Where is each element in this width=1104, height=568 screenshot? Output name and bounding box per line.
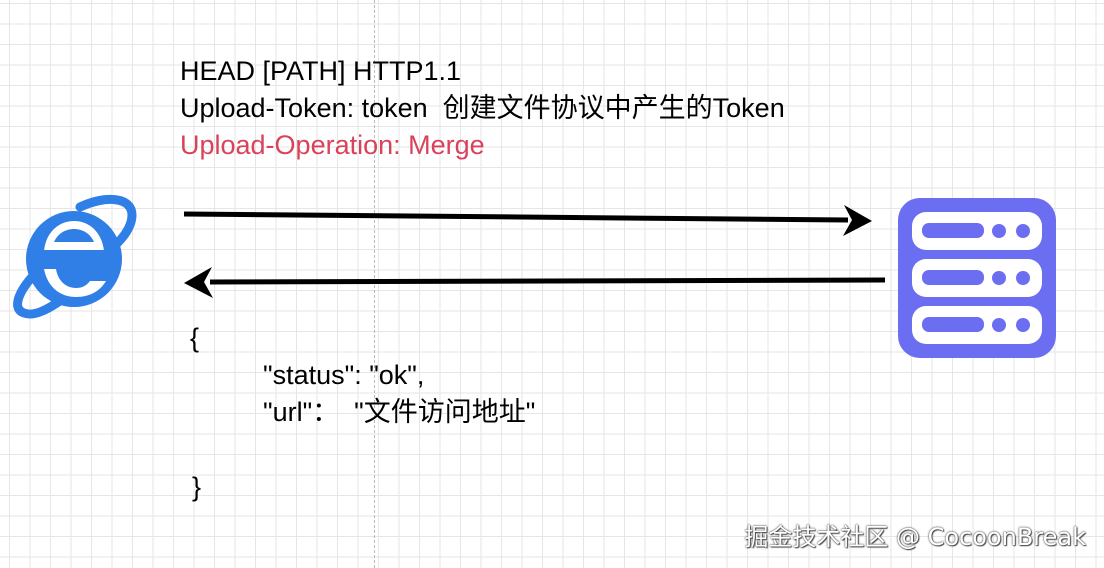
request-line: HEAD [PATH] HTTP1.1 bbox=[180, 56, 462, 86]
internet-explorer-icon bbox=[13, 194, 137, 319]
response-status-line: "status": "ok", bbox=[263, 360, 425, 390]
watermark: 掘金技术社区 @ CocoonBreak bbox=[744, 523, 1086, 551]
response-arrow bbox=[184, 267, 886, 298]
server-stack-icon bbox=[898, 198, 1056, 358]
response-open-brace: { bbox=[190, 323, 200, 353]
upload-token-header: Upload-Token: token 创建文件协议中产生的Token bbox=[180, 93, 785, 123]
response-close-brace: } bbox=[192, 472, 202, 502]
upload-operation-header: Upload-Operation: Merge bbox=[180, 130, 485, 160]
request-arrow bbox=[183, 205, 872, 236]
request-block: HEAD [PATH] HTTP1.1 Upload-Token: token … bbox=[180, 53, 785, 164]
response-url-line: "url"： "文件访问地址" bbox=[263, 397, 536, 427]
